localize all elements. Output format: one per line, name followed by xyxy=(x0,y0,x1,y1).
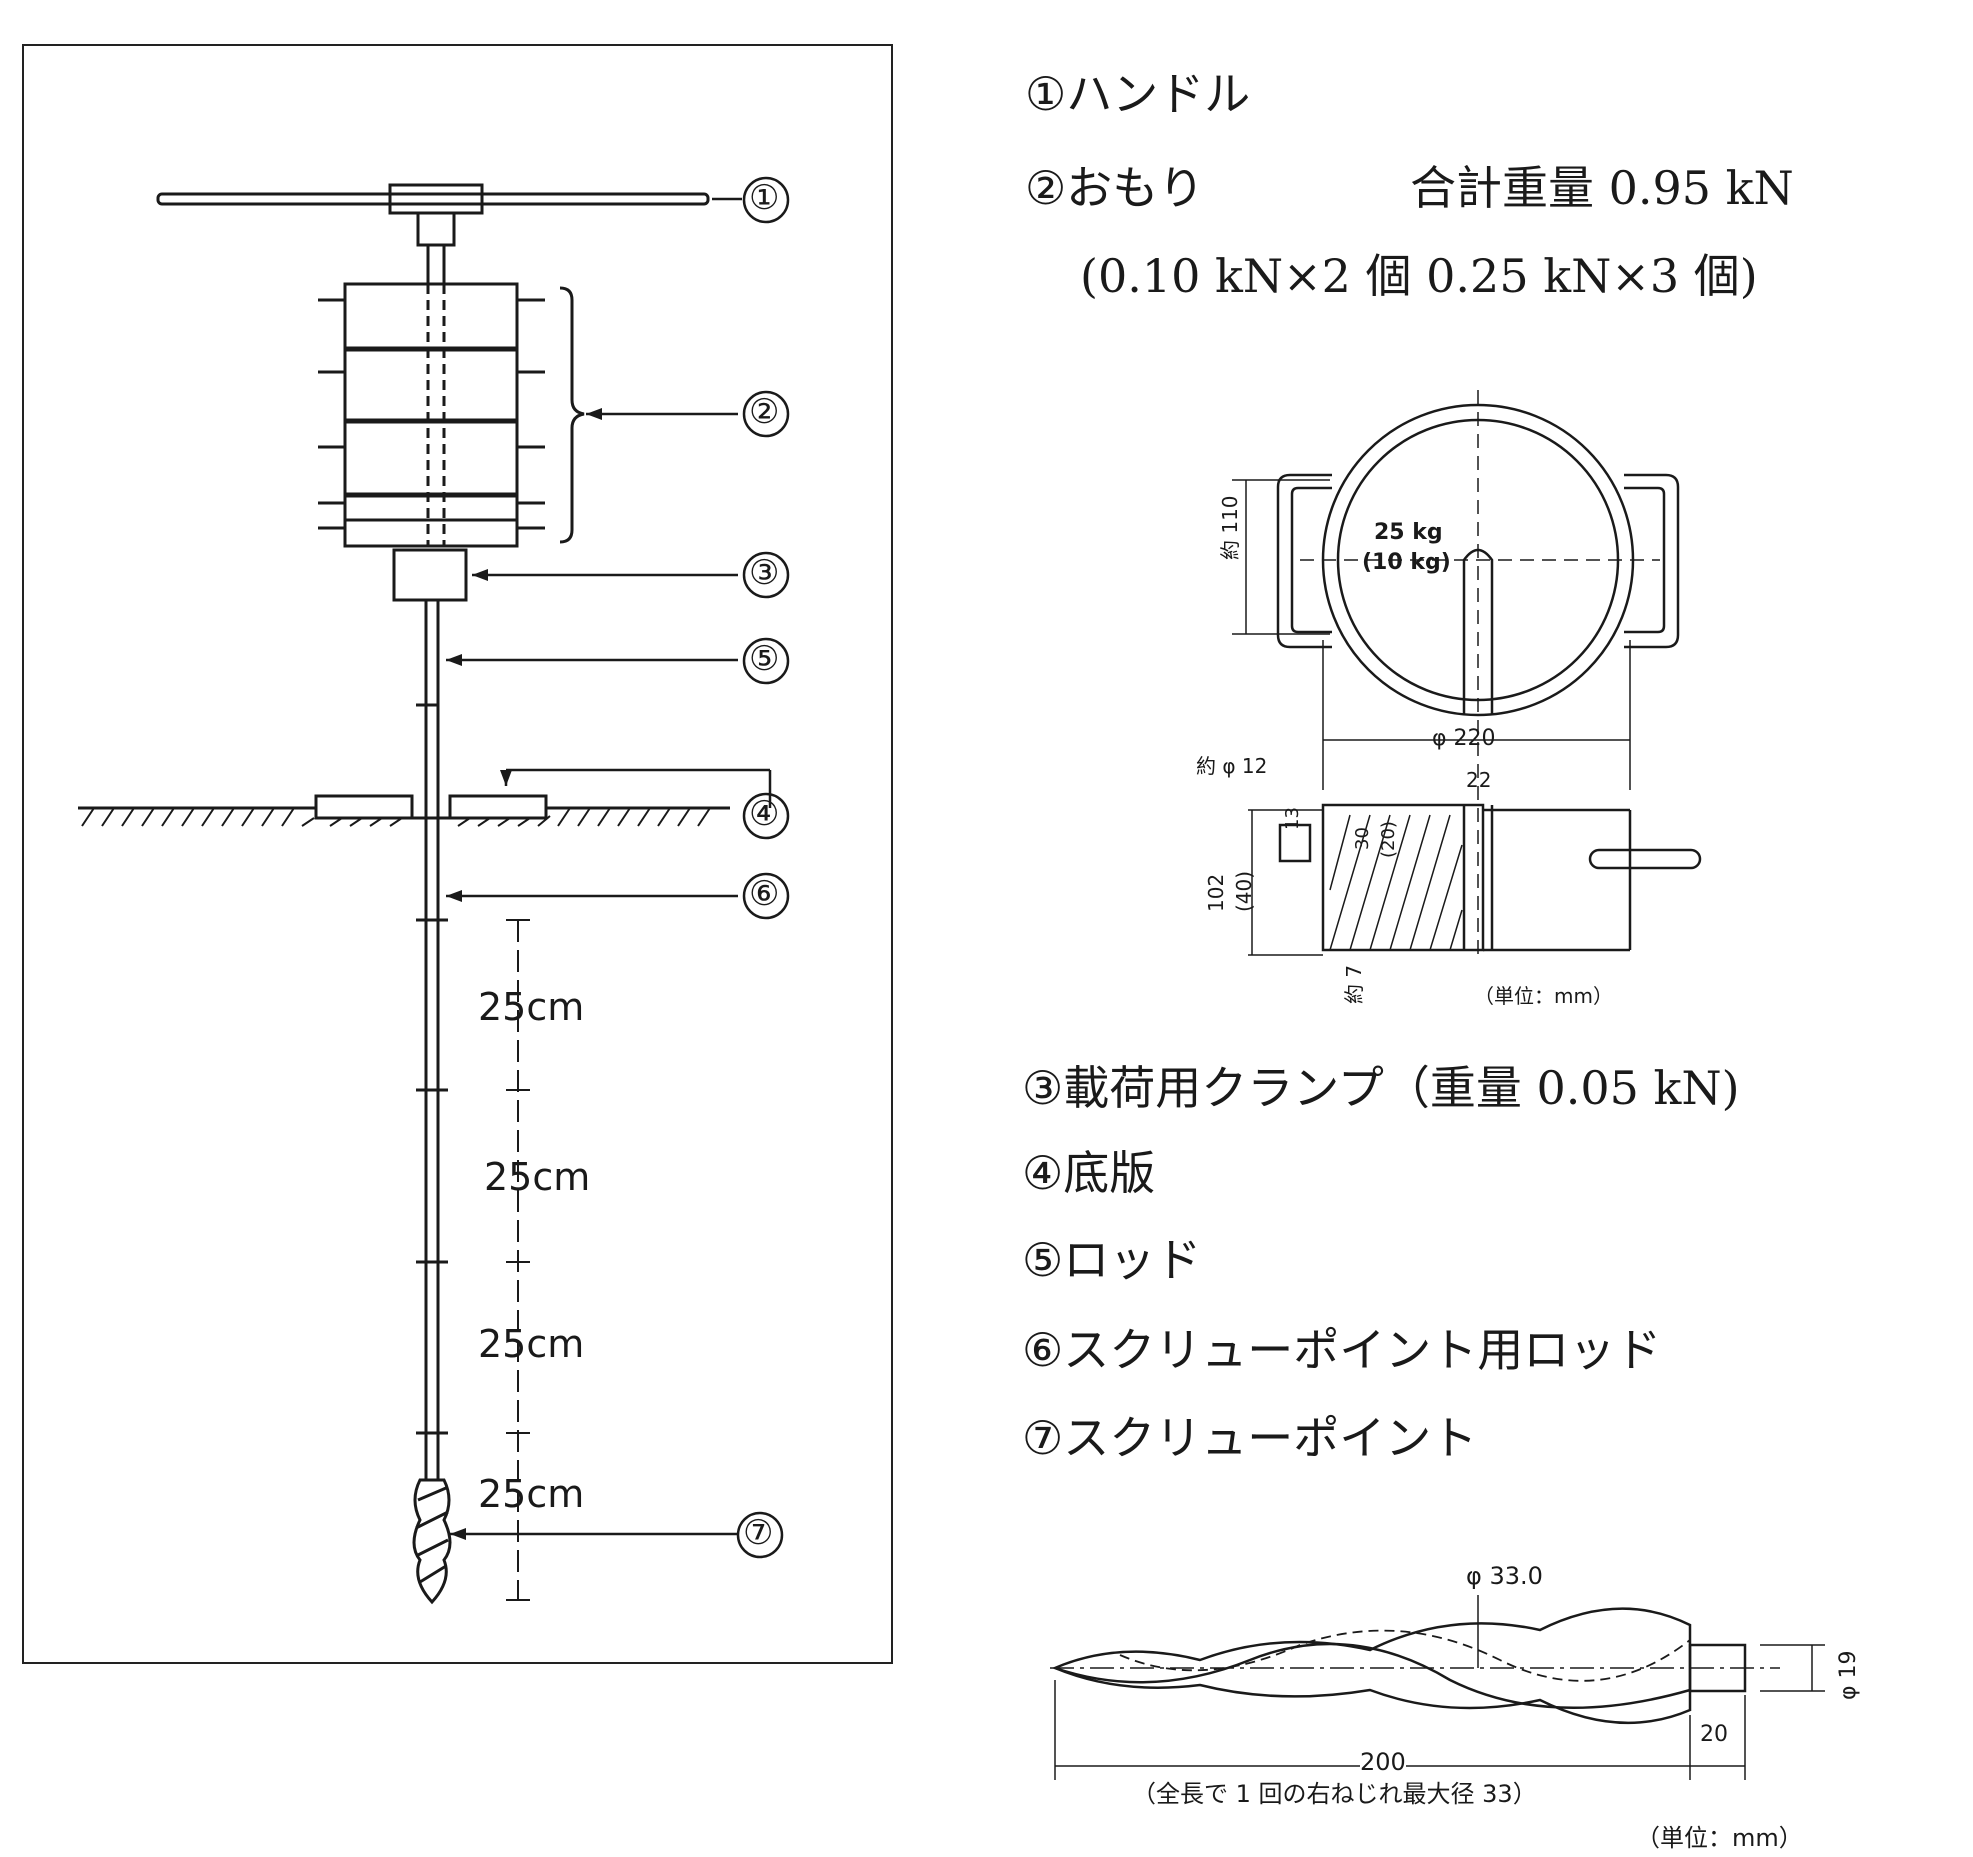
legend-item-6: ⑥スクリューポイント用ロッド xyxy=(1022,1322,1661,1378)
ground-hatch xyxy=(81,807,711,827)
weight-label-25kg: 25 kg xyxy=(1374,520,1443,545)
marker-3: ③ xyxy=(749,553,780,593)
marker-1: ① xyxy=(749,178,780,218)
legend-num-4: ④ xyxy=(1022,1146,1064,1200)
segment-label-4: 25cm xyxy=(478,1472,585,1516)
base-plate-drawing xyxy=(78,794,730,820)
screw-unit-label: （単位：mm） xyxy=(1636,1824,1803,1852)
weight-detail-drawing xyxy=(1232,390,1702,960)
left-figure-frame xyxy=(22,44,893,1664)
marker-5: ⑤ xyxy=(749,639,780,679)
legend-weight-detail: (0.10 kN×2 個 0.25 kN×3 個) xyxy=(1080,249,1758,303)
segment-dimension-line xyxy=(506,919,530,1601)
legend-item-1: ①ハンドル xyxy=(1025,66,1250,122)
dim-13: 13 xyxy=(1282,807,1303,830)
screw-detail-drawing xyxy=(1050,1595,1825,1780)
leader-arrowheads xyxy=(446,408,602,1540)
legend-item-5: ⑤ロッド xyxy=(1022,1232,1201,1288)
dim-220: φ 220 xyxy=(1432,726,1496,751)
dim-20-section: (20) xyxy=(1378,821,1399,858)
marker-4: ④ xyxy=(749,794,780,834)
dim-20-shaft: 20 xyxy=(1700,1722,1728,1747)
legend-num-3: ③ xyxy=(1022,1061,1064,1115)
legend-text-1: ハンドル xyxy=(1066,67,1251,121)
legend-num-2: ② xyxy=(1025,161,1067,215)
legend-item-3: ③載荷用クランプ（重量 0.05 kN) xyxy=(1022,1060,1740,1116)
weight-unit-label: （単位：mm） xyxy=(1474,984,1613,1008)
dim-102: 102 xyxy=(1204,873,1228,912)
dim-40: (40) xyxy=(1232,870,1256,912)
dim-phi-12: 約 φ 12 xyxy=(1196,754,1268,778)
legend-text-2: おもり xyxy=(1066,161,1205,215)
segment-label-1: 25cm xyxy=(478,985,585,1029)
dim-200: 200 xyxy=(1360,1748,1406,1776)
weights-drawing xyxy=(318,282,585,548)
marker-6: ⑥ xyxy=(749,874,780,914)
marker-7: ⑦ xyxy=(743,1513,774,1553)
handle-drawing xyxy=(156,183,710,290)
legend-text-5: ロッド xyxy=(1063,1233,1202,1287)
legend-total-weight: 合計重量 0.95 kN xyxy=(1410,161,1794,215)
dim-22: 22 xyxy=(1466,768,1492,792)
legend-item-7: ⑦スクリューポイント xyxy=(1022,1410,1477,1466)
legend-num-6: ⑥ xyxy=(1022,1323,1064,1377)
legend-text-4: 底版 xyxy=(1063,1146,1156,1200)
weight-label-10kg: (10 kg) xyxy=(1362,550,1451,575)
legend-item-4: ④底版 xyxy=(1022,1145,1155,1201)
legend-text-7: スクリューポイント xyxy=(1063,1411,1478,1465)
legend-item-2: ②おもり xyxy=(1025,160,1204,216)
segment-label-3: 25cm xyxy=(478,1322,585,1366)
clamp-drawing xyxy=(392,548,468,602)
dim-phi-19: φ 19 xyxy=(1836,1650,1861,1701)
marker-circles xyxy=(736,176,790,1559)
legend-text-3: 載荷用クランプ（重量 0.05 kN) xyxy=(1063,1061,1740,1115)
leader-lines xyxy=(446,197,772,1536)
dim-30: 30 xyxy=(1352,827,1373,850)
dim-phi-33: φ 33.0 xyxy=(1466,1562,1543,1590)
section-hatch xyxy=(1329,814,1463,951)
marker-2: ② xyxy=(749,392,780,432)
screw-point-drawing xyxy=(412,1478,452,1605)
legend-num-5: ⑤ xyxy=(1022,1233,1064,1287)
dim-7: 約 7 xyxy=(1342,964,1366,1004)
dim-110: 約 110 xyxy=(1218,495,1242,560)
legend-num-1: ① xyxy=(1025,67,1067,121)
screw-note: （全長で 1 回の右ねじれ最大径 33） xyxy=(1132,1780,1537,1808)
rod-drawing xyxy=(416,600,448,1480)
legend-num-7: ⑦ xyxy=(1022,1411,1064,1465)
legend-text-6: スクリューポイント用ロッド xyxy=(1063,1323,1662,1377)
segment-label-2: 25cm xyxy=(484,1155,591,1199)
